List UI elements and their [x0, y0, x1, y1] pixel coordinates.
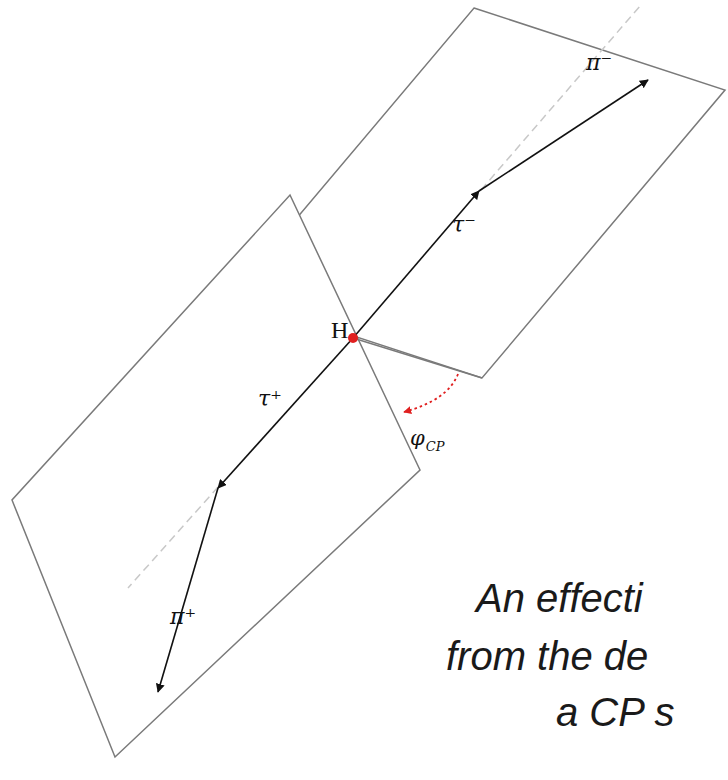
pi-minus-arrow [479, 80, 648, 191]
tau-minus-extension [481, 6, 640, 190]
caption-fragment: a CP s [556, 692, 675, 732]
caption-fragment: from the de [446, 636, 648, 676]
particle-label: π⁻ [586, 52, 612, 74]
caption-fragment: An effecti [476, 578, 643, 618]
angle-label: φ [410, 428, 425, 449]
particle-label: π⁺ [170, 606, 196, 628]
tau-plus-arrow [218, 338, 353, 488]
particle-label: τ⁻ [452, 214, 476, 236]
vertex-label: H [331, 318, 348, 342]
pi-plus-arrow [158, 488, 218, 692]
plane-edge [353, 338, 482, 378]
tau-plus-extension [128, 487, 218, 588]
lower-decay-plane [12, 195, 420, 757]
tau-minus-arrow [353, 191, 479, 338]
higgs-vertex [348, 333, 358, 343]
phi-angle-arc [404, 374, 458, 412]
particle-label: τ⁺ [258, 388, 282, 410]
angle-subscript: CP [426, 440, 445, 453]
